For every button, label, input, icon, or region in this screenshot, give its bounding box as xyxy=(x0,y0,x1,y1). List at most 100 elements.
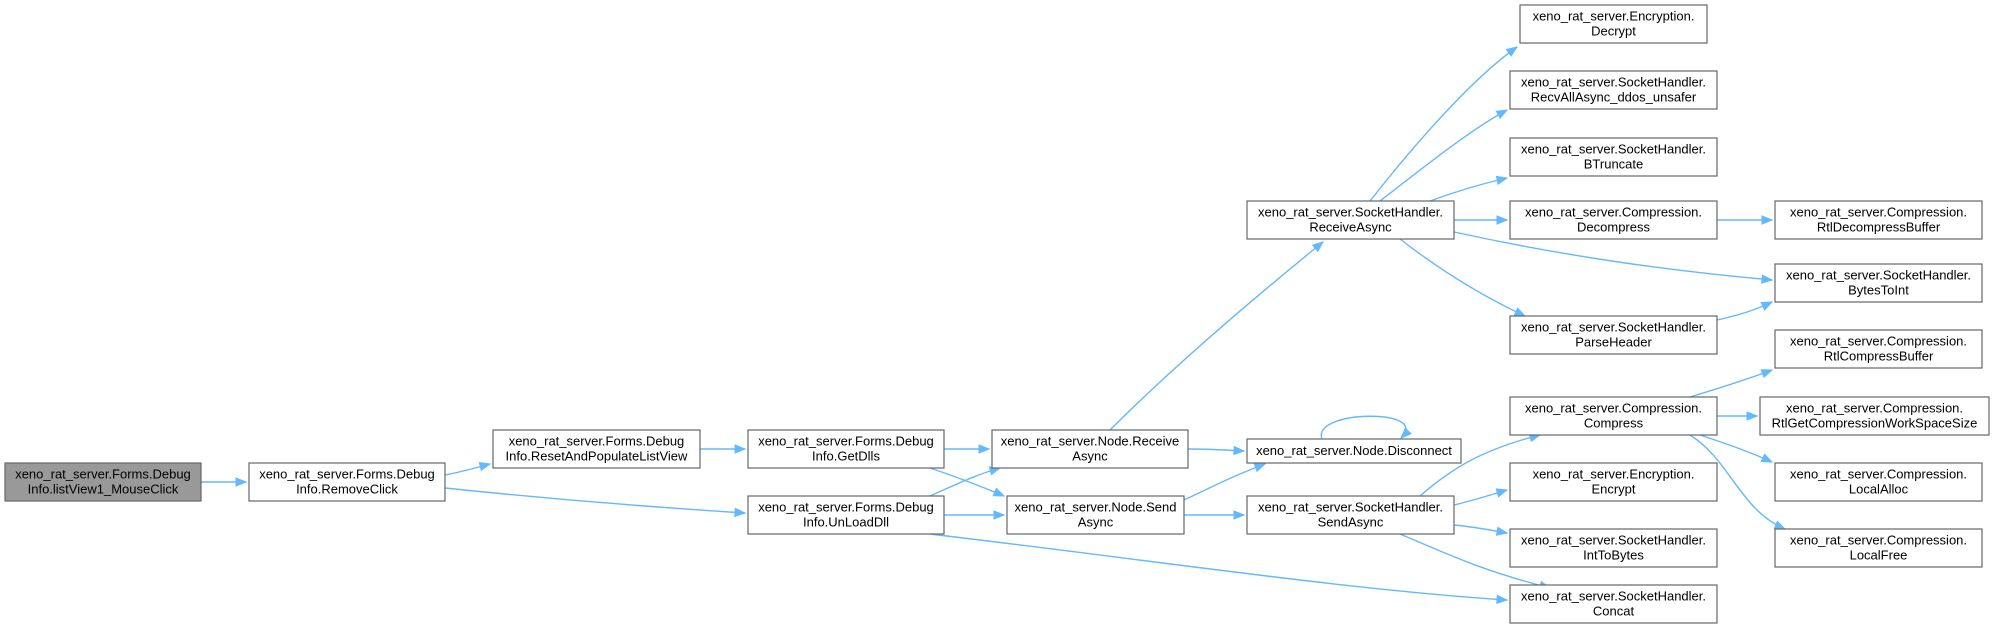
node-box xyxy=(1774,528,1983,568)
node-label: xeno_rat_server.Compression. xyxy=(1525,401,1702,416)
graph-node-n17[interactable]: xeno_rat_server.SocketHandler.BytesToInt xyxy=(1774,263,1983,303)
node-box xyxy=(1509,70,1718,110)
node-label: Info.RemoveClick xyxy=(296,482,398,497)
edge-arrowhead xyxy=(734,507,747,518)
edge-n9-n13 xyxy=(1429,175,1509,202)
edge-arrowhead xyxy=(1253,463,1267,473)
graph-node-n14[interactable]: xeno_rat_server.Compression.Decompress xyxy=(1509,200,1718,240)
node-label: LocalAlloc xyxy=(1849,482,1909,497)
node-label: xeno_rat_server.SocketHandler. xyxy=(1258,205,1443,220)
edge-n9-n15 xyxy=(1399,238,1527,317)
node-label: xeno_rat_server.SocketHandler. xyxy=(1521,533,1706,548)
edge-arrowhead xyxy=(235,477,248,487)
edge-arrowhead xyxy=(1233,510,1246,520)
node-box xyxy=(1509,315,1718,355)
nodes-layer: xeno_rat_server.Forms.DebugInfo.listView… xyxy=(4,4,1990,624)
node-label: Concat xyxy=(1593,604,1635,619)
edge-n9-n12 xyxy=(1379,109,1509,202)
edge-line xyxy=(1320,415,1407,440)
graph-node-n23[interactable]: xeno_rat_server.Compression.LocalAlloc xyxy=(1774,462,1983,502)
node-label: xeno_rat_server.SocketHandler. xyxy=(1258,500,1443,515)
node-box xyxy=(1006,495,1185,535)
edge-line xyxy=(1399,533,1551,589)
edge-n10-n20 xyxy=(1453,524,1509,536)
node-label: xeno_rat_server.Forms.Debug xyxy=(758,434,934,449)
edge-n18-n22 xyxy=(1716,411,1759,421)
node-label: Decompress xyxy=(1577,220,1650,235)
node-box xyxy=(1246,438,1462,464)
node-label: xeno_rat_server.Compression. xyxy=(1790,467,1967,482)
node-box xyxy=(1509,462,1718,502)
node-box xyxy=(1519,4,1708,44)
graph-node-n19[interactable]: xeno_rat_server.Encryption.Encrypt xyxy=(1509,462,1718,502)
node-label: SendAsync xyxy=(1318,515,1384,530)
node-label: Encrypt xyxy=(1591,482,1635,497)
graph-node-n20[interactable]: xeno_rat_server.SocketHandler.IntToBytes xyxy=(1509,528,1718,568)
graph-node-n10[interactable]: xeno_rat_server.SocketHandler.SendAsync xyxy=(1246,495,1455,535)
edge-arrowhead xyxy=(1495,526,1509,536)
node-label: xeno_rat_server.Encryption. xyxy=(1533,467,1695,482)
node-label: RtlGetCompressionWorkSpaceSize xyxy=(1772,416,1978,431)
graph-node-n7[interactable]: xeno_rat_server.SocketHandler.Concat xyxy=(1509,584,1718,624)
edge-n14-n16 xyxy=(1717,215,1774,225)
edge-n10-n19 xyxy=(1453,488,1509,506)
node-label: Info.listView1_MouseClick xyxy=(28,482,179,497)
graph-node-n0[interactable]: xeno_rat_server.Forms.DebugInfo.listView… xyxy=(4,462,202,502)
edge-line xyxy=(1399,238,1526,317)
graph-node-n15[interactable]: xeno_rat_server.SocketHandler.ParseHeade… xyxy=(1509,315,1718,355)
graph-node-n2[interactable]: xeno_rat_server.Forms.DebugInfo.ResetAnd… xyxy=(492,429,701,469)
edge-n18-n21 xyxy=(1689,369,1774,398)
graph-node-n3[interactable]: xeno_rat_server.Forms.DebugInfo.UnLoadDl… xyxy=(747,495,945,535)
node-label: xeno_rat_server.Forms.Debug xyxy=(15,467,191,482)
edge-line xyxy=(1419,434,1541,497)
node-label: xeno_rat_server.Forms.Debug xyxy=(509,434,685,449)
node-label: xeno_rat_server.Compression. xyxy=(1786,401,1963,416)
graph-node-n12[interactable]: xeno_rat_server.SocketHandler.RecvAllAsy… xyxy=(1509,70,1718,110)
edge-n15-n17 xyxy=(1716,301,1774,321)
edge-arrowhead xyxy=(1760,301,1774,311)
node-label: Decrypt xyxy=(1591,24,1636,39)
edges-layer xyxy=(201,46,1787,605)
graph-node-n21[interactable]: xeno_rat_server.Compression.RtlCompressB… xyxy=(1774,329,1983,369)
graph-node-n1[interactable]: xeno_rat_server.Forms.DebugInfo.RemoveCl… xyxy=(248,462,446,502)
edge-n9-n11 xyxy=(1369,46,1519,202)
node-label: xeno_rat_server.Node.Disconnect xyxy=(1256,443,1452,458)
graph-node-n8[interactable]: xeno_rat_server.Node.Disconnect xyxy=(1246,438,1462,464)
node-label: xeno_rat_server.SocketHandler. xyxy=(1521,589,1706,604)
edge-line xyxy=(1109,241,1324,431)
graph-node-n22[interactable]: xeno_rat_server.Compression.RtlGetCompre… xyxy=(1759,396,1990,436)
node-box xyxy=(1246,495,1455,535)
graph-node-n13[interactable]: xeno_rat_server.SocketHandler.BTruncate xyxy=(1509,137,1718,177)
graph-node-n5[interactable]: xeno_rat_server.Node.ReceiveAsync xyxy=(991,429,1189,469)
node-label: xeno_rat_server.SocketHandler. xyxy=(1521,320,1706,335)
graph-node-n24[interactable]: xeno_rat_server.Compression.LocalFree xyxy=(1774,528,1983,568)
graph-node-n18[interactable]: xeno_rat_server.Compression.Compress xyxy=(1509,396,1718,436)
edge-n4-n6 xyxy=(929,467,1006,497)
edge-arrowhead xyxy=(1760,453,1774,463)
node-box xyxy=(1509,200,1718,240)
edge-line xyxy=(1689,434,1786,530)
edge-arrowhead xyxy=(1311,241,1325,253)
node-label: Compress xyxy=(1584,416,1644,431)
edge-arrowhead xyxy=(992,487,1006,497)
edge-n3-n6 xyxy=(944,510,1006,520)
node-label: Async xyxy=(1078,515,1114,530)
graph-node-n16[interactable]: xeno_rat_server.Compression.RtlDecompres… xyxy=(1774,200,1983,240)
edge-arrowhead xyxy=(1495,109,1509,120)
edge-arrowhead xyxy=(1746,411,1759,421)
graph-node-n11[interactable]: xeno_rat_server.Encryption.Decrypt xyxy=(1519,4,1708,44)
graph-node-n9[interactable]: xeno_rat_server.SocketHandler.ReceiveAsy… xyxy=(1246,200,1455,240)
node-box xyxy=(492,429,701,469)
edge-arrowhead xyxy=(1513,307,1527,317)
edge-line xyxy=(1183,463,1266,501)
edge-arrowhead xyxy=(978,444,991,454)
node-label: Async xyxy=(1072,449,1108,464)
node-box xyxy=(1759,396,1990,436)
graph-node-n6[interactable]: xeno_rat_server.Node.SendAsync xyxy=(1006,495,1185,535)
node-box xyxy=(747,495,945,535)
edge-n5-n9 xyxy=(1109,241,1325,431)
node-label: xeno_rat_server.Compression. xyxy=(1790,205,1967,220)
node-label: LocalFree xyxy=(1850,548,1908,563)
